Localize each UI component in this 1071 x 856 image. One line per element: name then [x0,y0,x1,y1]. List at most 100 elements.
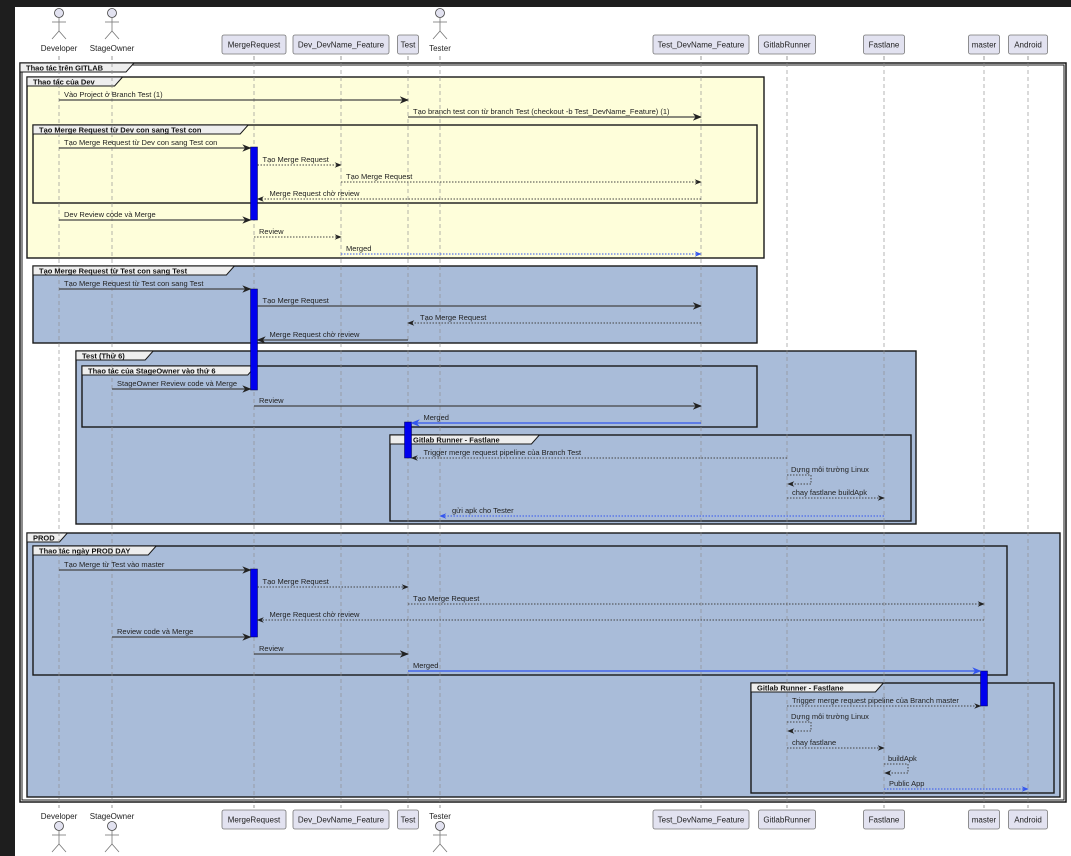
message-label: buildApk [888,754,917,763]
participant-mergerequest-top: MergeRequest [221,34,287,55]
participant-master-bottom: master [968,809,1000,830]
message-label: Merge Request chờ review [270,610,361,619]
message-label: Trigger merge request pipeline của Branc… [792,696,959,705]
group-border [32,545,1008,676]
participant-box [758,809,816,830]
group-label: PROD [33,534,55,543]
message-16: Trigger merge request pipeline của Branc… [410,448,787,461]
participant-box [1008,34,1048,55]
participant-fastlane-bottom: Fastlane [863,809,905,830]
group-border [26,76,765,259]
message-7: Review [254,227,342,240]
participant-label: Android [1014,41,1042,50]
participant-label: StageOwner [90,44,135,53]
message-label: Trigger merge request pipeline của Branc… [424,448,583,457]
group-label: Gitlab Runner - Fastlane [757,684,844,693]
participant-developer-top: Developer [41,8,78,53]
message-10: Tạo Merge Request [257,296,702,310]
activation-bar-master [980,670,988,707]
actor-head-icon [435,8,445,18]
participant-label: Fastlane [869,816,900,825]
message-label: Tạo Merge Request từ Test con sang Test [64,279,204,288]
actor-legs-icon [51,30,67,40]
participant-label: StageOwner [90,812,135,821]
message-label: gửi apk cho Tester [452,506,514,515]
participant-mergerequest-bottom: MergeRequest [221,809,287,830]
message-19: gửi apk cho Tester [439,506,884,519]
message-label: Tạo Merge từ Test vào master [64,560,165,569]
message-17: Dựng môi trường Linux [787,465,869,487]
group-label-tab [750,682,885,693]
group-label: Gitlab Runner - Fastlane [413,436,500,445]
message-label: Tạo Merge Request [420,313,487,322]
participant-testfeature-top: Test_DevName_Feature [652,34,750,55]
participant-box [221,34,287,55]
message-label: Merge Request chờ review [270,189,361,198]
message-23: Merge Request chờ review [256,610,984,623]
message-5: Merge Request chờ review [256,189,701,202]
participant-android-bottom: Android [1008,809,1048,830]
message-label: Dựng môi trường Linux [791,712,869,721]
message-label: Merge Request chờ review [270,330,361,339]
participant-fastlane-top: Fastlane [863,34,905,55]
participant-label: MergeRequest [228,816,281,825]
actor-legs-icon [104,30,120,40]
message-2: Tạo Merge Request từ Dev con sang Test c… [59,138,252,152]
group-frame-runner2 [750,682,1055,794]
message-11: Tạo Merge Request [407,313,701,326]
actor-head-icon [107,8,117,18]
participant-label: Dev_DevName_Feature [298,41,385,50]
actor-head-icon [107,821,117,831]
message-label: Dev Review code và Merge [64,210,156,219]
group-border [32,265,758,344]
message-label: Review [259,644,284,653]
group-label-tab [26,532,69,543]
participant-test-bottom: Test [397,809,419,830]
participant-gitlabrunner-top: GitlabRunner [758,34,816,55]
group-label: Thao tác trên GITLAB [26,64,104,73]
message-9: Tạo Merge Request từ Test con sang Test [59,279,252,293]
group-label: Thao tác ngày PROD DAY [39,547,130,556]
group-label: Thao tác của StageOwner vào thứ 6 [88,367,216,376]
message-label: Review code và Merge [117,627,193,636]
participant-label: Developer [41,44,78,53]
message-6: Dev Review code và Merge [59,210,252,224]
participant-box [292,34,390,55]
actor-legs-icon [432,30,448,40]
message-1: Tạo branch test con từ branch Test (chec… [408,107,702,121]
message-24: Review code và Merge [112,627,252,641]
participant-stageowner-bottom: StageOwner [90,812,135,853]
participant-box [652,809,750,830]
participant-box [1008,809,1048,830]
participant-label: master [972,816,997,825]
message-label: Tạo branch test con từ branch Test (chec… [413,107,670,116]
activation-bar-mergerequest [250,288,258,391]
actor-head-icon [435,821,445,831]
message-22: Tạo Merge Request [408,594,985,607]
message-13: StageOwner Review code và Merge [112,379,252,393]
message-label: chay fastlane buildApk [792,488,867,497]
message-label: StageOwner Review code và Merge [117,379,237,388]
group-border [750,682,1055,794]
participant-label: Developer [41,812,78,821]
message-label: Dựng môi trường Linux [791,465,869,474]
group-label-tab [26,76,124,87]
participant-box [968,34,1000,55]
participant-box [397,809,419,830]
participant-label: Android [1014,816,1042,825]
participant-test-top: Test [397,34,419,55]
participant-box [221,809,287,830]
message-label: Merged [424,413,449,422]
message-label: Tạo Merge Request từ Dev con sang Test c… [64,138,217,147]
message-26: Merged [408,661,982,675]
message-label: Public App [889,779,924,788]
participant-android-top: Android [1008,34,1048,55]
participant-box [863,34,905,55]
participant-tester-bottom: Tester [429,812,451,853]
actor-head-icon [54,8,64,18]
participant-box [397,34,419,55]
participant-tester-top: Tester [429,8,451,53]
group-label: Tạo Merge Request từ Test con sang Test [39,267,188,276]
